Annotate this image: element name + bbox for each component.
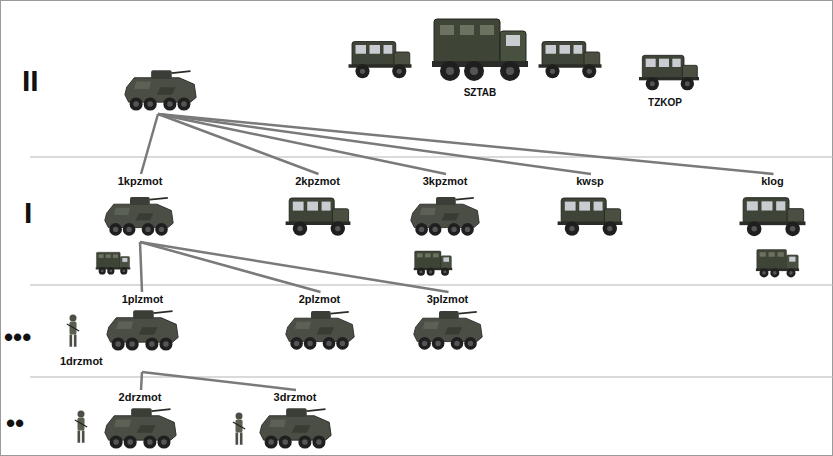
band-line bbox=[30, 284, 833, 285]
level-marker: •• bbox=[6, 408, 56, 438]
band-line bbox=[30, 156, 833, 157]
hierarchy-line bbox=[141, 372, 142, 390]
jeep-icon bbox=[539, 42, 602, 79]
vehicle-node: klog bbox=[725, 174, 822, 242]
soldier-icon bbox=[75, 410, 87, 442]
unit-label: 1plzmot bbox=[100, 292, 185, 306]
jeep-icon bbox=[639, 55, 699, 90]
vehicle-icon bbox=[105, 408, 176, 448]
unit-label: 1drzmot bbox=[60, 354, 130, 368]
vehicle-node: kwsp bbox=[545, 174, 637, 242]
unit-label: II bbox=[22, 64, 62, 98]
truck-icon bbox=[414, 251, 452, 276]
hierarchy-line bbox=[158, 114, 446, 174]
vehicle-node: 1plzmot 1drzmot bbox=[60, 292, 187, 372]
truck-icon bbox=[432, 19, 528, 81]
unit-label: 2kpzmot bbox=[270, 174, 365, 188]
soldier-icon bbox=[67, 314, 79, 346]
vehicle-node: 2kpzmot bbox=[270, 174, 367, 242]
vehicle-icon bbox=[740, 198, 806, 237]
unit-label: klog bbox=[725, 174, 820, 188]
vehicle-icon bbox=[411, 197, 479, 236]
hierarchy-line bbox=[140, 242, 142, 292]
unit-label: 3plzmot bbox=[400, 292, 495, 306]
truck-icon bbox=[96, 252, 131, 274]
vehicle-icon bbox=[107, 310, 178, 350]
jeep-icon bbox=[349, 42, 412, 79]
vehicle-caption: SZTAB bbox=[440, 86, 520, 100]
vehicle-icon bbox=[105, 197, 173, 236]
level-marker: I bbox=[24, 196, 54, 230]
vehicle-picture bbox=[18, 58, 198, 114]
unit-label: 2drzmot bbox=[95, 390, 185, 404]
vehicle-icon bbox=[260, 408, 331, 448]
hierarchy-line bbox=[140, 242, 449, 292]
vehicle-caption: TZKOP bbox=[625, 96, 705, 110]
hierarchy-line bbox=[158, 114, 774, 174]
unit-label: 1kpzmot bbox=[95, 174, 185, 188]
vehicle-icon bbox=[286, 311, 354, 350]
vehicle-node: 3kpzmot bbox=[400, 174, 492, 242]
vehicle-node: 1kpzmot bbox=[95, 174, 187, 242]
vehicle-node: 2plzmot bbox=[272, 292, 369, 354]
vehicle-icon bbox=[414, 311, 482, 350]
unit-label: 3kpzmot bbox=[400, 174, 490, 188]
vehicle-icon bbox=[125, 70, 196, 110]
hierarchy-line bbox=[142, 372, 296, 390]
hierarchy-line bbox=[158, 114, 591, 174]
vehicle-icon bbox=[558, 198, 623, 236]
unit-label: 3drzmot bbox=[250, 390, 340, 404]
soldier-icon bbox=[233, 412, 245, 444]
hierarchy-line bbox=[141, 114, 158, 174]
vehicle-node: 3plzmot bbox=[400, 292, 497, 354]
vehicle-node: 3drzmot bbox=[250, 390, 342, 452]
truck-icon bbox=[756, 250, 799, 278]
level-marker: ••• bbox=[4, 322, 60, 352]
vehicle-node: II bbox=[18, 58, 198, 114]
vehicle-icon bbox=[286, 198, 351, 236]
band-line bbox=[30, 376, 833, 377]
vehicle-node: 2drzmot bbox=[95, 390, 187, 452]
unit-label: 2plzmot bbox=[272, 292, 367, 306]
unit-label: kwsp bbox=[545, 174, 635, 188]
